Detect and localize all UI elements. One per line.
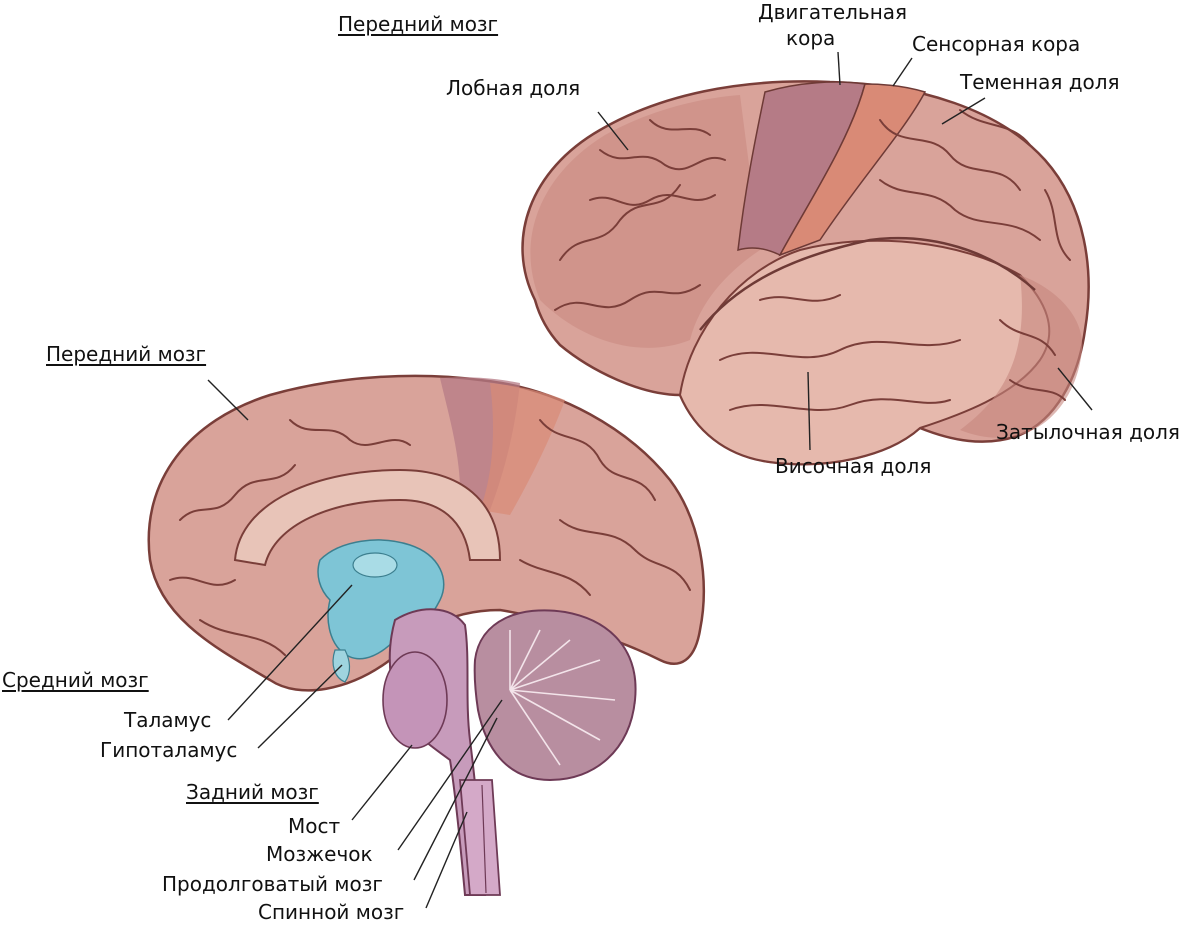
label-thalamus: Таламус	[124, 708, 212, 732]
label-frontal-lobe: Лобная доля	[446, 76, 581, 100]
sagittal-brain	[147, 374, 705, 896]
sagittal-sensory-shade	[480, 383, 565, 515]
occipital-shade	[960, 275, 1083, 438]
cerebellum-arbor	[509, 629, 616, 766]
cerebellum-shape	[473, 609, 637, 782]
label-hindbrain: Задний мозг	[186, 780, 319, 804]
label-forebrain-lateral: Передний мозг	[338, 12, 499, 36]
label-cerebellum: Мозжечок	[266, 842, 373, 866]
label-hypothalamus: Гипоталамус	[100, 738, 238, 762]
leader-lines	[207, 51, 1093, 909]
pons-shape	[382, 651, 448, 749]
lateral-sulcus	[699, 236, 1036, 331]
label-occipital-lobe: Затылочная доля	[996, 420, 1180, 444]
label-pons: Мост	[288, 814, 341, 838]
label-forebrain-sagittal: Передний мозг	[46, 342, 207, 366]
label-parietal-lobe: Теменная доля	[960, 70, 1120, 94]
label-sensory-cortex: Сенсорная кора	[912, 32, 1081, 56]
label-motor-cortex-2: кора	[786, 26, 836, 50]
corpus-callosum	[233, 468, 502, 567]
label-temporal-lobe: Височная доля	[775, 454, 932, 478]
label-spinal-cord: Спинной мозг	[258, 900, 405, 924]
spinal-cord-shape	[459, 779, 501, 896]
sagittal-gyri	[169, 419, 691, 656]
label-midbrain: Средний мозг	[2, 668, 149, 692]
thalamus-shape	[352, 552, 398, 578]
lateral-frontal-shade	[530, 95, 760, 348]
sensory-cortex-strip	[778, 83, 927, 257]
label-medulla: Продолговатый мозг	[162, 872, 383, 896]
lateral-brain	[521, 80, 1090, 466]
lateral-gyri	[554, 109, 1071, 411]
label-motor-cortex-1: Двигательная	[758, 0, 908, 24]
